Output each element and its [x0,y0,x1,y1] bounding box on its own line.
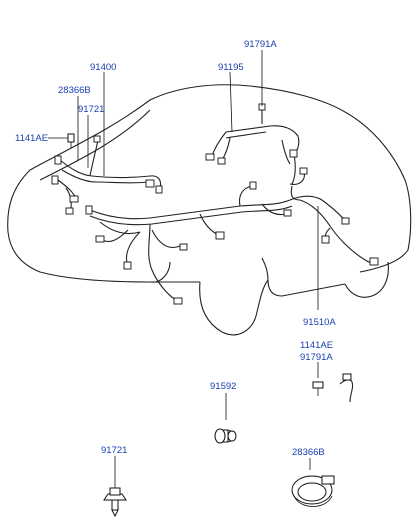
label-1141AE-right: 1141AE [300,340,333,351]
label-1141AE-left: 1141AE [15,133,48,144]
label-91510A: 91510A [303,317,336,328]
label-91400: 91400 [90,62,116,73]
grommet-91592-icon [214,428,237,444]
label-28366B-top: 28366B [58,85,91,96]
bolt-and-clip-icon [312,373,354,403]
harness-connectors [51,103,379,305]
wiring-harness [51,103,379,305]
label-91195: 91195 [218,62,244,73]
label-91721-bottom: 91721 [101,445,127,456]
label-91592: 91592 [210,381,236,392]
leader-lines [48,50,319,488]
label-28366B-bottom: 28366B [292,447,325,458]
screw-1141AE-icon [67,133,75,148]
band-28366B-icon [291,475,335,507]
clip-91721-icon [103,487,127,518]
vehicle-body-outline [7,84,412,336]
label-91791A-top: 91791A [244,39,277,50]
label-91721-top: 91721 [78,104,104,115]
label-91791A-right: 91791A [300,352,333,363]
